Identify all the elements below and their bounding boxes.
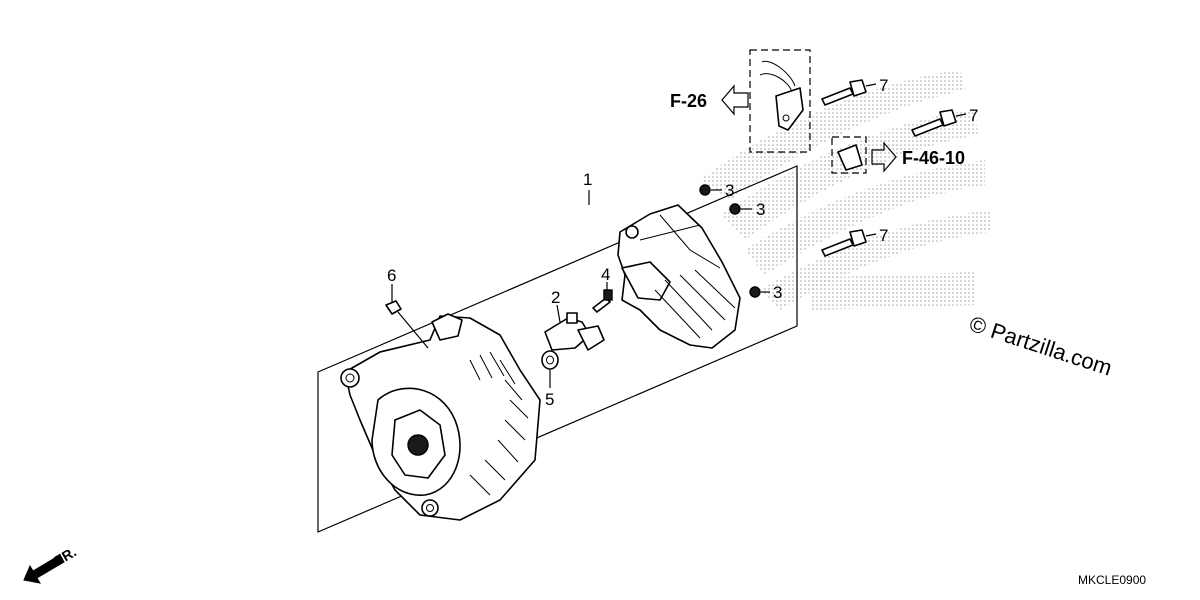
callout-7b: 7 — [969, 106, 978, 125]
ref-arrow-left-icon — [721, 84, 749, 116]
clip-dashed-box — [831, 136, 867, 174]
part-3-nut-a — [699, 184, 711, 196]
ref-f4610: F-46-10 — [902, 148, 965, 168]
ref-f26: F-26 — [670, 91, 707, 111]
callout-4: 4 — [601, 265, 610, 284]
clip-part — [837, 144, 863, 171]
rear-cover-part — [617, 204, 741, 349]
callout-3a: 3 — [725, 181, 734, 200]
part-6-nut — [385, 300, 402, 315]
part-7-bolt-c — [821, 229, 867, 257]
callout-7c: 7 — [879, 226, 888, 245]
fr-arrow-icon — [23, 554, 65, 584]
bracket-dashed-box — [749, 49, 811, 153]
callout-2: 2 — [551, 288, 560, 307]
part-5-washer — [541, 350, 559, 370]
part-7-bolt-a — [821, 79, 867, 106]
part-2-brush-holder — [544, 312, 605, 351]
callout-5: 5 — [545, 390, 554, 409]
callout-6: 6 — [387, 266, 396, 285]
part-3-nut-b — [729, 203, 741, 215]
alternator-body-part — [340, 313, 541, 521]
part-3-nut-c — [749, 286, 761, 298]
callout-3c: 3 — [773, 283, 782, 302]
partzilla-watermark: © Partzilla.com — [966, 311, 1115, 381]
callout-3b: 3 — [756, 200, 765, 219]
part-7-bolt-b — [911, 109, 957, 137]
ref-arrow-right-icon — [871, 141, 897, 173]
callout-7a: 7 — [879, 76, 888, 95]
part-4-screw — [592, 289, 613, 313]
bracket-wire-part — [759, 60, 804, 131]
diagram-code: MKCLE0900 — [1078, 573, 1146, 587]
honda-wing-watermark-icon — [700, 70, 990, 310]
callout-1: 1 — [583, 170, 592, 189]
